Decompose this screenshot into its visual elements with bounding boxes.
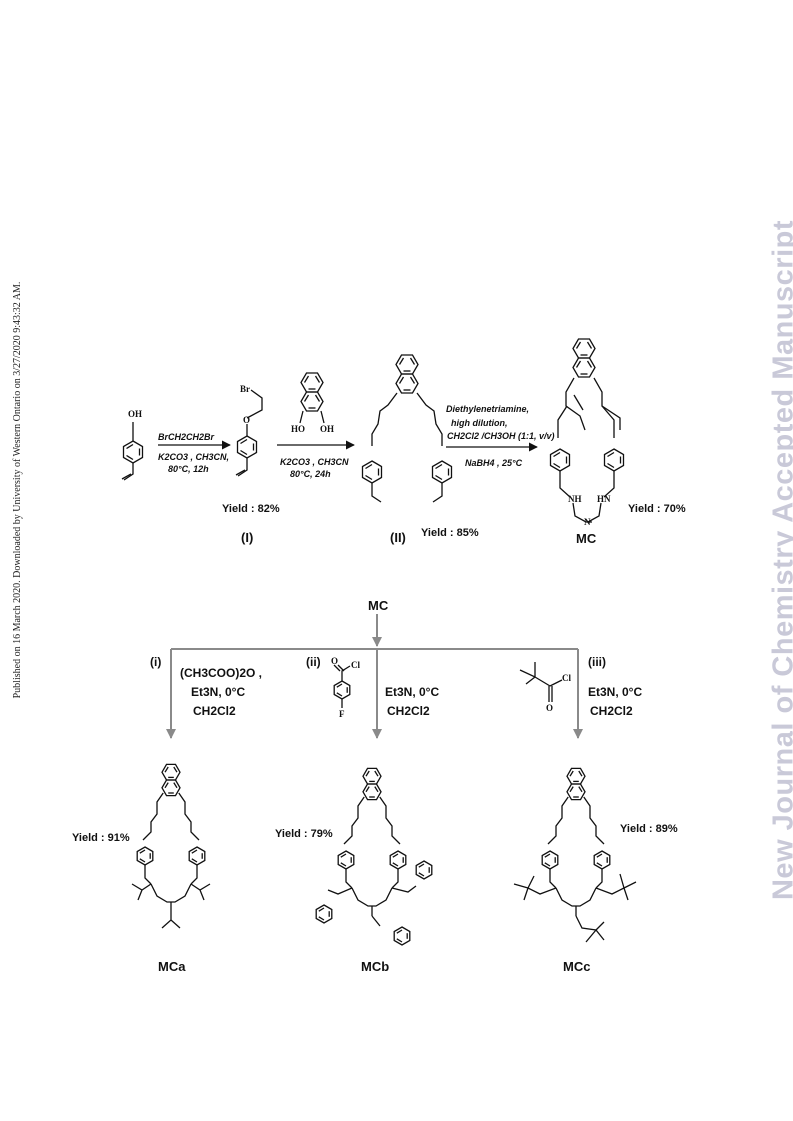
- route-i-yield: Yield : 91%: [72, 832, 130, 844]
- product-MCc-label: MCc: [563, 959, 591, 974]
- step1-reagent: BrCH2CH2Br: [158, 432, 215, 442]
- route-iii-solvent: CH2Cl2: [590, 704, 633, 718]
- branch-arrows: [166, 614, 583, 739]
- label-oh-2: OH: [320, 424, 335, 434]
- label-nh: NH: [568, 494, 582, 504]
- step1-cond-1: K2CO3 , CH3CN,: [158, 452, 230, 462]
- step3-yield: Yield : 70%: [628, 503, 686, 515]
- structure-MC: [549, 339, 625, 523]
- compound-MC-label: MC: [576, 531, 597, 546]
- step1-cond-2: 80°C, 12h: [168, 464, 209, 474]
- structure-compound-I: [235, 389, 263, 477]
- step1-yield: Yield : 82%: [222, 503, 280, 515]
- route-iii-yield: Yield : 89%: [620, 823, 678, 835]
- route-i-solvent: CH2Cl2: [193, 704, 236, 718]
- structure-MCa: [131, 764, 211, 929]
- structure-compound-II: [361, 355, 453, 503]
- structure-MCb: [315, 768, 433, 946]
- compound-II-label: (II): [390, 530, 406, 545]
- label-cl-piv: Cl: [562, 673, 571, 683]
- step3-line-3: CH2Cl2 /CH3OH (1:1, v/v): [447, 431, 555, 441]
- product-MCa-label: MCa: [158, 959, 186, 974]
- label-cl-fbz: Cl: [351, 660, 360, 670]
- step2-cond-2: 80°C, 24h: [290, 469, 331, 479]
- step2-yield: Yield : 85%: [421, 527, 479, 539]
- label-o-piv: O: [546, 703, 554, 713]
- structure-hydroxybenzaldehyde: [121, 422, 144, 481]
- step3-line-1: Diethylenetriamine,: [446, 404, 530, 414]
- route-iii-base: Et3N, 0°C: [588, 685, 643, 699]
- product-MCb-label: MCb: [361, 959, 390, 974]
- step2-cond-1: K2CO3 , CH3CN: [280, 457, 349, 467]
- structure-MCc: [513, 768, 637, 943]
- route-iii-tag: (iii): [588, 655, 606, 669]
- label-hn: HN: [597, 494, 611, 504]
- branch-top-label: MC: [368, 598, 389, 613]
- label-f-fbz: F: [339, 709, 345, 719]
- route-ii-yield: Yield : 79%: [275, 828, 333, 840]
- route-i-base: Et3N, 0°C: [191, 685, 246, 699]
- label-n-center: N: [584, 517, 591, 527]
- route-i-reagent: (CH3COO)2O ,: [180, 666, 263, 680]
- step3-line-4: NaBH4 , 25°C: [465, 458, 523, 468]
- step3-line-2: high dilution,: [451, 418, 508, 428]
- label-oh: OH: [128, 409, 143, 419]
- route-i-tag: (i): [150, 655, 162, 669]
- label-br: Br: [240, 384, 250, 394]
- label-ho: HO: [291, 424, 306, 434]
- compound-I-label: (I): [241, 530, 254, 545]
- route-ii-solvent: CH2Cl2: [387, 704, 430, 718]
- structure-pivaloyl-chloride: [519, 662, 563, 702]
- route-ii-tag: (ii): [306, 655, 321, 669]
- route-ii-base: Et3N, 0°C: [385, 685, 440, 699]
- structure-fluorobenzoyl-chloride: [333, 664, 351, 708]
- label-o: O: [243, 415, 251, 425]
- structure-naphthalenediol: [299, 373, 325, 424]
- label-o-fbz: O: [331, 656, 339, 666]
